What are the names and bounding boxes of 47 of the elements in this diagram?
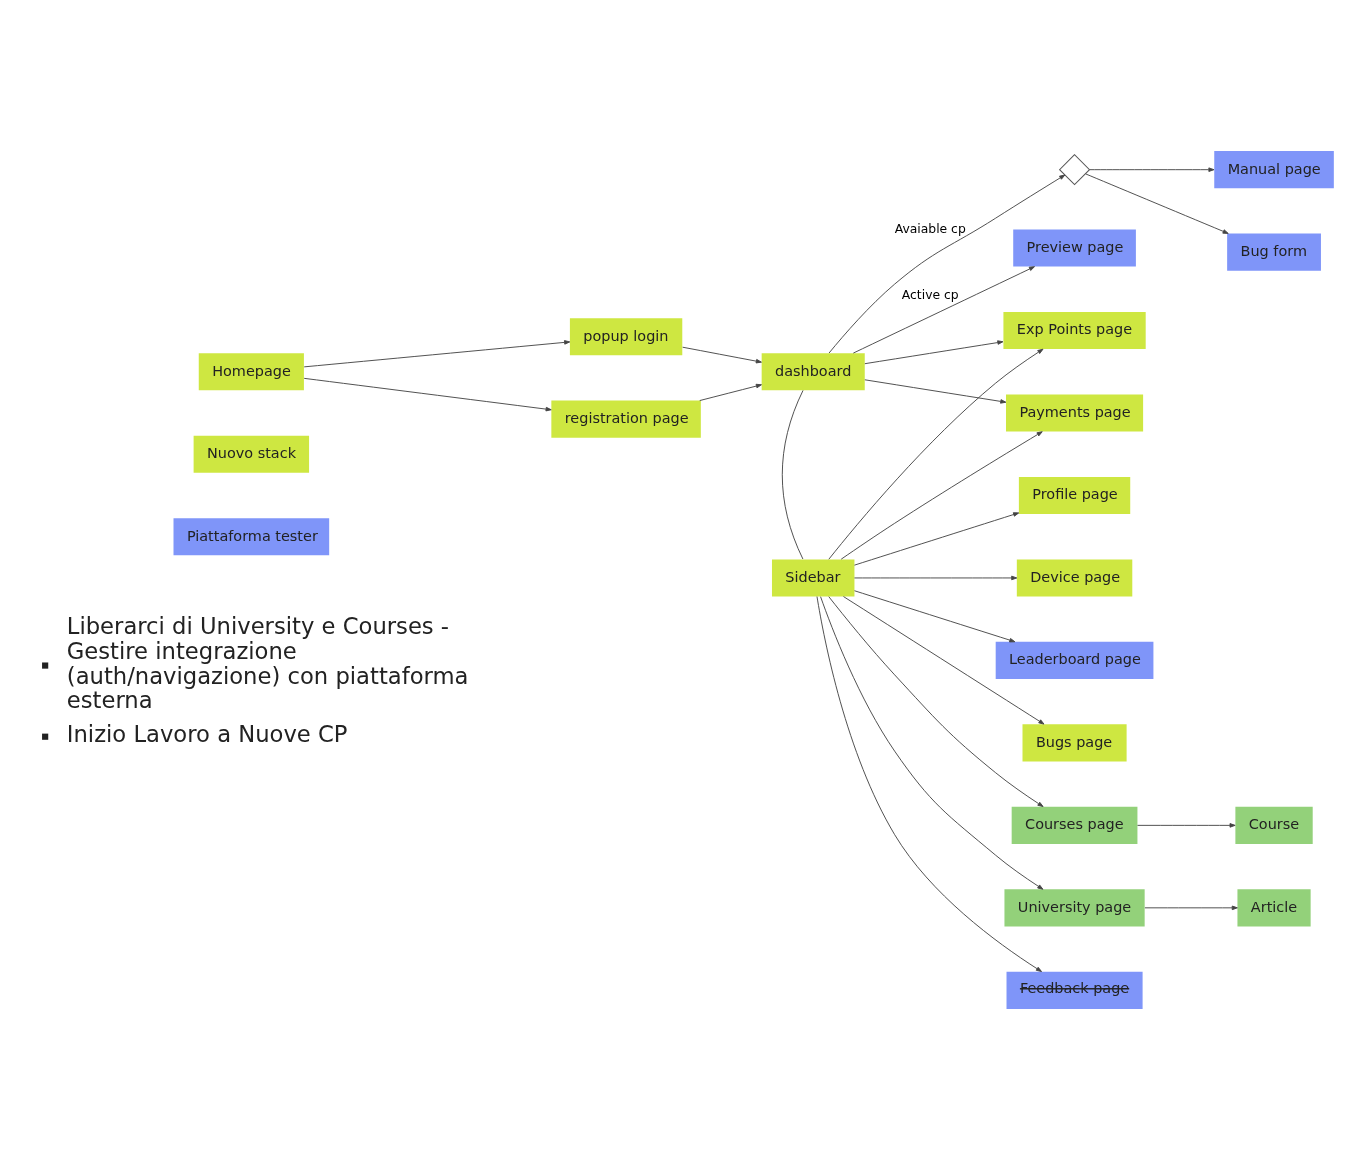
arrow (816, 596, 1043, 973)
arrow (828, 596, 1044, 808)
arrow (699, 383, 762, 402)
node-box: Article (1237, 889, 1311, 927)
node-box: registration page (551, 400, 701, 438)
node-box: Nuovo stack (193, 435, 310, 473)
arrow (1089, 167, 1215, 172)
arrow (852, 266, 1035, 354)
arrow (1144, 905, 1238, 911)
connector (781, 389, 804, 560)
arrow (303, 377, 552, 412)
node-box: Manual page (1214, 151, 1334, 189)
node-box: Preview page (1013, 229, 1136, 267)
node-box: Exp Points page (1003, 311, 1146, 350)
node-box: Payments page (1006, 394, 1144, 432)
node-box: dashboard (761, 353, 865, 391)
node-box: Course (1235, 806, 1313, 844)
arrow (1085, 173, 1229, 234)
arrow (864, 340, 1004, 365)
node-box: Device page (1016, 559, 1133, 597)
arrow (854, 512, 1020, 566)
arrow (840, 431, 1043, 560)
arrow (854, 575, 1018, 581)
node-box: popup login (569, 318, 683, 356)
label: Inizio Lavoro a Nuove CP (66, 721, 348, 748)
node-box: Bugs page (1022, 724, 1127, 762)
label: Liberarci di University e Courses - Gestire integrazione (auth/navigazione) con piattaforma esterna (66, 613, 469, 714)
edge-label: Avaiable cp (894, 222, 966, 237)
node-box: Feedback page (1006, 971, 1143, 1009)
edge-label: Active cp (901, 288, 959, 303)
node-box: Profile page (1018, 476, 1131, 514)
arrow (828, 348, 1044, 560)
node-box: Sidebar (771, 559, 855, 597)
node-box: Homepage (198, 353, 304, 391)
node-box: University page (1004, 889, 1145, 927)
node-box: Courses page (1011, 806, 1138, 844)
arrow (1137, 823, 1236, 828)
arrow (828, 174, 1066, 354)
arrow (682, 346, 762, 364)
arrow (854, 590, 1016, 643)
node-box: Piattaforma tester (173, 518, 330, 556)
node-box: Bug form (1227, 233, 1321, 271)
arrow (303, 340, 571, 368)
node-box: Leaderboard page (995, 641, 1154, 679)
arrow (864, 379, 1007, 404)
arrow (820, 596, 1044, 890)
arrow (843, 596, 1045, 725)
